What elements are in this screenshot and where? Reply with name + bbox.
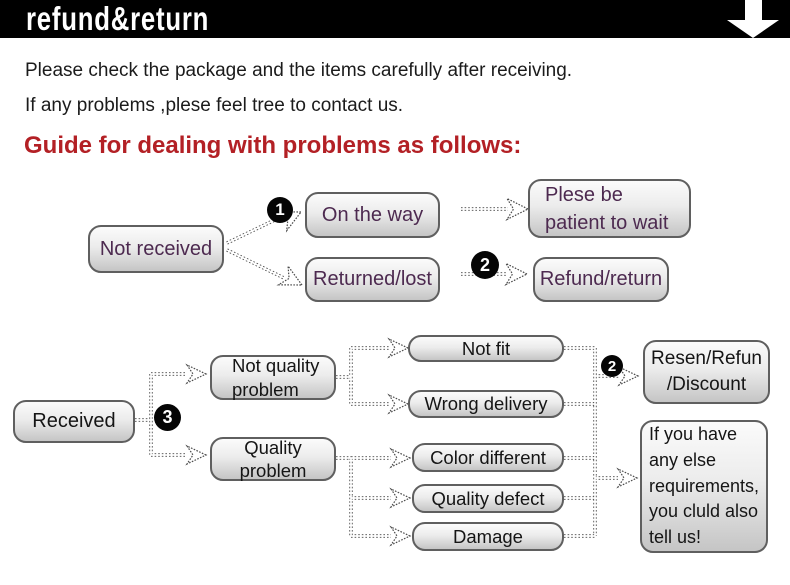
node-received: Received (13, 400, 135, 443)
step-marker-2: 2 (471, 251, 499, 279)
intro-line-1: Please check the package and the items c… (25, 60, 573, 81)
node-resend-refund-discount: Resen/Refun /Discount (643, 340, 770, 404)
step-marker-2b: 2 (601, 355, 623, 377)
node-patient-to-wait: Plese be patient to wait (528, 179, 691, 238)
node-not-quality-problem: Not quality problem (210, 355, 336, 400)
node-any-else-requirements: If you have any else requirements, you c… (640, 420, 768, 553)
intro-line-2: If any problems ,plese feel tree to cont… (25, 95, 404, 116)
down-arrow-icon (727, 0, 779, 38)
node-on-the-way: On the way (305, 192, 440, 238)
step-marker-1: 1 (267, 197, 293, 223)
node-color-different: Color different (412, 443, 564, 472)
node-quality-defect: Quality defect (412, 484, 564, 513)
step-marker-3: 3 (154, 404, 181, 431)
banner: refund&return (0, 0, 790, 38)
guide-heading: Guide for dealing with problems as follo… (24, 132, 522, 159)
node-not-received: Not received (88, 225, 224, 273)
node-not-fit: Not fit (408, 335, 564, 362)
node-refund-return: Refund/return (533, 257, 669, 302)
node-quality-problem: Quality problem (210, 437, 336, 481)
banner-title: refund&return (26, 0, 210, 37)
node-wrong-delivery: Wrong delivery (408, 390, 564, 418)
node-returned-lost: Returned/lost (305, 257, 440, 302)
node-damage: Damage (412, 522, 564, 551)
